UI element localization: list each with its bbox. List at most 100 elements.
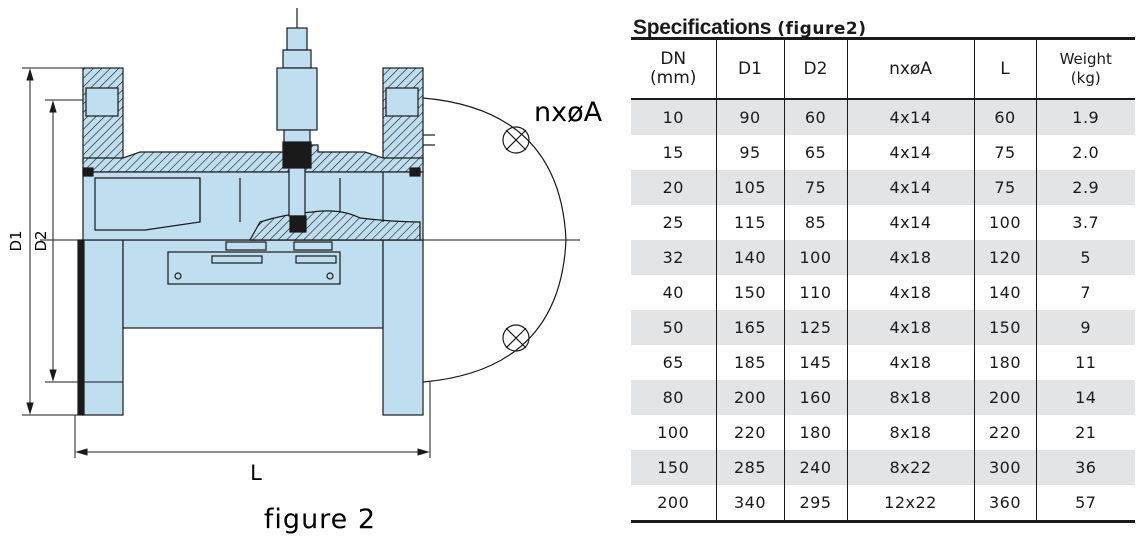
cell-holes: 4x18 [847,240,975,275]
cell-l: 140 [974,275,1037,310]
holes-label: nxøA [534,97,603,128]
table-header-row: DN(mm) D1 D2 nxøA L Weight(kg) [631,38,1135,100]
cell-d2: 125 [784,310,848,345]
header-d2: D2 [784,38,848,100]
cell-l: 220 [974,415,1037,450]
bolt-circle [422,97,567,383]
cell-weight: 7 [1080,283,1092,302]
cell-dn: 65 [631,345,717,380]
cell-d1: 95 [716,135,785,170]
cell-holes: 8x18 [847,415,975,450]
cell-weight: 57 [1075,493,1097,512]
cell-l: 120 [974,240,1037,275]
cell-holes: 4x14 [847,99,975,135]
cell-d2: 75 [784,170,848,205]
cell-weight: 2.9 [1036,170,1135,205]
cell-d1: 285 [716,450,785,485]
cell-d2: 180 [784,415,848,450]
header-l: L [974,38,1037,100]
cell-d2: 100 [784,240,848,275]
cell-weight: 2.0 [1072,143,1100,162]
cell-l: 100 [974,205,1037,240]
cell-d2: 85 [784,205,848,240]
turbine-internals [167,241,341,285]
cell-holes: 4x18 [847,345,975,380]
l-label: L [250,461,262,485]
cell-d1: 200 [716,380,785,415]
cell-l: 75 [974,170,1037,205]
cell-weight: 21 [1075,423,1097,442]
cell-l: 60 [974,99,1037,135]
cell-l: 200 [974,380,1037,415]
header-dn: DN(mm) [631,38,717,100]
cell-d2: 110 [784,275,848,310]
cell-l: 150 [974,310,1037,345]
cell-dn: 32 [631,240,717,275]
cell-l: 75 [974,135,1037,170]
d1-label: D1 [7,230,25,251]
cell-holes: 12x22 [847,485,975,522]
cell-holes: 4x18 [847,275,975,310]
cell-l: 300 [974,450,1037,485]
cell-dn: 25 [631,205,717,240]
cell-weight: 5 [1036,240,1135,275]
meter-section [82,67,424,241]
cell-d1: 140 [716,240,785,275]
cell-d2: 160 [784,380,848,415]
cell-d1: 105 [716,170,785,205]
cell-d1: 115 [716,205,785,240]
dimension-lines [22,67,431,458]
sensor-head [276,8,318,233]
specifications-heading: Specifications [633,16,772,39]
cell-l: 180 [974,345,1037,380]
cell-d2: 65 [784,135,848,170]
cell-d1: 185 [716,345,785,380]
cell-d2: 145 [784,345,848,380]
cell-d1: 150 [716,275,785,310]
specifications-subtitle: (figure2) [777,19,867,39]
cell-dn: 150 [631,450,717,485]
cell-d2: 295 [784,485,848,522]
cell-weight: 11 [1075,353,1097,372]
cell-weight: 14 [1036,380,1135,415]
d2-label: D2 [32,230,50,251]
cell-d1: 90 [716,99,785,135]
header-holes: nxøA [847,38,975,100]
cell-holes: 4x18 [847,310,975,345]
header-weight: Weight(kg) [1036,38,1135,100]
cell-holes: 8x22 [847,450,975,485]
cell-dn: 20 [631,170,717,205]
cell-weight: 3.7 [1072,213,1100,232]
cell-dn: 15 [631,135,717,170]
cell-l: 360 [974,485,1037,522]
cell-d2: 240 [784,450,848,485]
cell-weight: 1.9 [1036,99,1135,135]
cell-holes: 4x14 [847,135,975,170]
cell-dn: 10 [631,99,717,135]
figure-caption: figure 2 [264,504,376,535]
cell-weight: 9 [1036,310,1135,345]
flowmeter-drawing: D1 D2 L nxøA figure 2 [7,8,603,535]
cell-dn: 50 [631,310,717,345]
cell-d1: 340 [716,485,785,522]
header-d1: D1 [716,38,785,100]
cell-dn: 80 [631,380,717,415]
cell-d2: 60 [784,99,848,135]
cell-dn: 200 [631,485,717,522]
cell-dn: 40 [631,275,717,310]
specifications-title: Specifications(figure2) [633,4,866,42]
cell-holes: 8x18 [847,380,975,415]
cell-holes: 4x14 [847,170,975,205]
